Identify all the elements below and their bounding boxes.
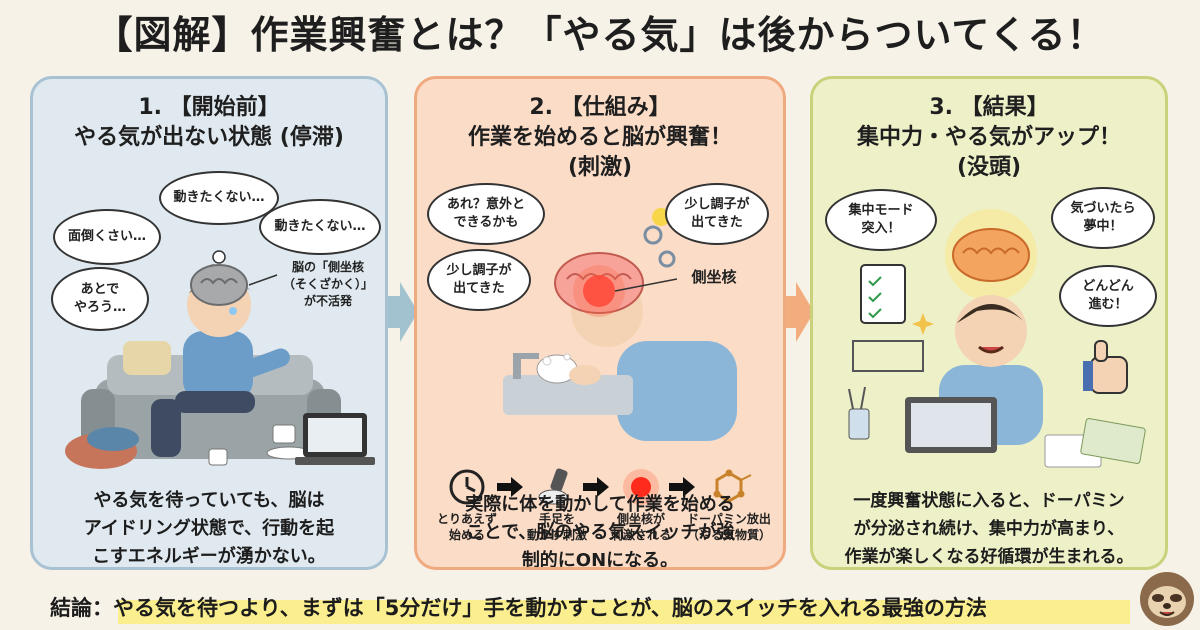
panel-before: 1. 【開始前】 やる気が出ない状態 (停滞) [30,76,388,570]
focused-person-illustration [848,209,1146,468]
panel-1-title-line2: やる気が出ない状態 (停滞) [74,125,344,150]
arrow-right-icon [583,477,609,497]
thought-bubble: 少し調子が 出てきた [427,249,531,311]
conclusion-text: 結論：やる気を待つより、まずは「5分だけ」手を動かすことが、脳のスイッチを入れる… [50,596,987,620]
panel-3-title-line2: 集中力・やる気がアップ！ [856,125,1121,150]
molecule-icon [713,469,752,503]
step-label: 手足を 動かす刺激 [526,512,587,542]
page-title: 【図解】作業興奮とは？「やる気」は後からついてくる！ [94,13,1106,57]
panel-result: 3. 【結果】 集中力・やる気がアップ！ (没頭) 集中モード 突入！ 気づい [810,76,1168,570]
panel-2-title-line3: (刺激) [567,155,633,180]
clock-icon [449,469,485,505]
step-label: ドーパミン放出 （やる気物質） [686,512,771,542]
panel-2-title-line1: 2. 【仕組み】 [529,95,671,120]
dishwashing-person-illustration [503,208,737,441]
panel-mechanism: 2. 【仕組み】 作業を始めると脳が興奮！ (刺激) あれ？意外と できるかも … [414,76,786,570]
conclusion-highlight [118,600,1130,624]
thought-bubble: 面倒くさい… [53,209,161,265]
accumbens-note: 側坐核 [691,268,737,286]
thought-bubble: あれ？意外と できるかも [427,183,545,245]
panel-3-title-line1: 3. 【結果】 [929,95,1049,120]
thought-bubble: 動きたくない… [259,199,381,255]
arrow-right-icon [784,282,814,342]
arrow-right-icon [497,477,523,497]
panel-2-description: 実際に体を動かして作業を始める ことで、脳のやる気スイッチが強 制的にONになる… [427,491,773,570]
thought-bubble: どんどん 進む！ [1059,265,1157,327]
step-label: とりあえず 始める [436,512,497,542]
sloth-icon [1140,572,1194,626]
step-label: 側坐核が 刺激される [610,512,671,542]
glow-icon [623,469,659,505]
brain-note: 脳の「側坐核 （そくざかく）」 が不活発 [282,260,373,308]
hand-icon [538,468,568,505]
panel-3-description-text: 一度興奮状態に入ると、ドーパミン が分泌され続け、集中力が高まり、 作業が楽しく… [844,491,1134,567]
thought-bubble: 少し調子が 出てきた [665,183,769,245]
arrow-right-icon [669,477,695,497]
panel-1-title-line1: 1. 【開始前】 [138,95,280,120]
panel-1-description-text: やる気を待っていても、脳は アイドリング状態で、行動を起 こすエネルギーが湧かな… [83,490,335,567]
thought-bubble: 気づいたら 夢中！ [1051,187,1155,249]
checklist-icon [860,264,906,324]
panel-3-description: 一度興奮状態に入ると、ドーパミン が分泌され続け、集中力が高まり、 作業が楽しく… [821,487,1157,567]
idle-person-illustration [65,250,375,469]
thought-bubble: あとで やろう… [51,267,149,331]
thumbs-up-icon [1090,356,1128,394]
thought-bubble: 集中モード 突入！ [825,189,937,251]
panel-1-description: やる気を待っていても、脳は アイドリング状態で、行動を起 こすエネルギーが湧かな… [41,487,377,567]
panel-2-title-line2: 作業を始めると脳が興奮！ [467,125,732,150]
panel-2-description-text: 実際に体を動かして作業を始める ことで、脳のやる気スイッチが強 制的にONになる… [465,494,735,570]
thought-bubble: 動きたくない… [159,171,279,225]
panel-3-title-line3: (没頭) [956,155,1022,180]
arrow-right-icon [388,282,418,342]
